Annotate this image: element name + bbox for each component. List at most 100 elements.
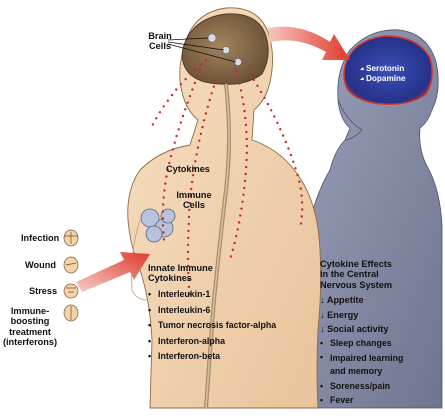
cytokine-dot [196,75,199,78]
effect-down-row: ↓ Energy [320,308,388,323]
cytokine-dot [199,63,202,66]
cytokine-dot [266,102,270,106]
cytokine-dot [237,221,241,224]
cytokine-dot [231,248,235,251]
cytokine-dot [161,217,165,220]
cytokine-dot [202,119,206,122]
depressed-brain [343,35,433,105]
cytokine-dot [188,94,192,98]
trigger-immune-boosting: Immune- boosting treatment (interferons) [2,306,58,347]
cytokine-dot [187,271,190,275]
cytokine-dot [263,96,266,100]
stress-icon [63,283,79,299]
cytokine-dot [301,208,304,211]
cytokine-dot [256,84,259,88]
cytokine-dot [193,167,196,170]
cytokine-dot [236,75,239,79]
brain-cells-label: Brain Cells [148,31,172,52]
cytokine-dot [270,109,273,112]
cytokine-dot [173,141,176,144]
effect-down-row: ↓ Appetite [320,293,388,308]
cytokine-dot [170,93,174,97]
cytokine-dot [248,72,252,76]
innate-item: Tumor necrosis factor-alpha [148,318,276,334]
cytokine-dot [244,116,247,120]
immune-cells-label: Immune Cells [176,190,212,211]
cytokine-dot [198,139,201,142]
cytokine-dot [239,214,242,217]
cytokine-dot [214,78,218,82]
cytokine-dot [284,140,287,144]
cytokine-dot [243,186,246,190]
cytokine-dot [162,196,165,199]
cytokine-dot [241,96,244,99]
neurotransmitter-marks [360,67,364,80]
cytokine-dot [168,161,171,165]
cytokine-dot [242,193,245,196]
cytokine-dot [212,85,215,88]
down-arrow-icon: ↓ [320,295,325,305]
cytokine-dot [196,146,200,149]
cytokine-dot [187,222,190,226]
cytokine-dot [233,241,236,245]
cytokine-dot [190,187,193,191]
cytokine-dot [184,78,187,81]
cytokine-dot [245,165,248,169]
cytokine-dot [164,182,167,185]
cytokine-dot [281,134,285,137]
cytokine-dot [294,167,297,170]
cytokine-dot [161,224,165,227]
healthy-arm [131,219,149,301]
cytokine-dot [287,147,290,150]
cytokine-dot [243,179,247,183]
cytokine-dot [276,121,279,125]
cytokine-dot [273,115,276,118]
cytokine-dot [189,194,192,198]
cytokine-dot [300,201,304,204]
serotonin-label: Serotonin [366,64,405,73]
effect-item: Sleep changes [320,336,403,351]
cytokine-dot [171,148,174,151]
effect-down-item: Social activity [327,324,389,334]
brain-cells-leaders [167,37,237,63]
cytokine-dot [206,105,209,109]
effects-list: ↓ Appetite ↓ Energy ↓ Social activity [320,293,388,337]
cytokine-dot [289,153,293,157]
cytokine-dot [187,278,190,282]
cytokine-dot [245,130,248,134]
cytokine-dot [292,160,295,163]
cytokine-dot [245,137,248,141]
cytokine-dot [184,108,187,111]
cytokine-dot [195,153,198,156]
cytokines-label: Cytokines [166,164,210,174]
cytokine-dot [298,180,301,183]
cytokine-dot [166,168,169,171]
arrow-to-brain [268,26,350,60]
innate-cytokines-title: Innate Immune Cytokines [148,263,213,284]
effects-bullet-list: Sleep changes Impaired learning and memo… [320,336,403,408]
cytokine-dot [161,210,165,213]
cytokine-dot [244,172,247,176]
cytokine-dot [179,83,183,86]
cytokine-dot [198,68,202,72]
cytokine-dot [236,228,239,231]
cytokine-dot [210,92,213,95]
cytokine-dot [245,151,248,155]
effects-title: Cytokine Effects in the Central Nervous … [320,259,393,290]
cytokine-dot [204,112,208,115]
effect-item: Impaired learning and memory [320,351,403,379]
cytokine-dot [279,128,282,131]
cytokine-dot [175,88,178,91]
trigger-infection: Infection [21,233,60,243]
cytokine-dot [186,264,190,268]
cytokine-dot [186,257,190,261]
cytokine-dot [179,121,182,124]
cytokine-dot [300,215,304,218]
cytokine-dot [162,105,165,108]
depressed-figure [299,29,443,409]
cytokine-dot [208,98,211,102]
effect-down-row: ↓ Social activity [320,322,388,337]
cytokine-dot [175,134,178,138]
cytokine-dot [169,155,173,158]
